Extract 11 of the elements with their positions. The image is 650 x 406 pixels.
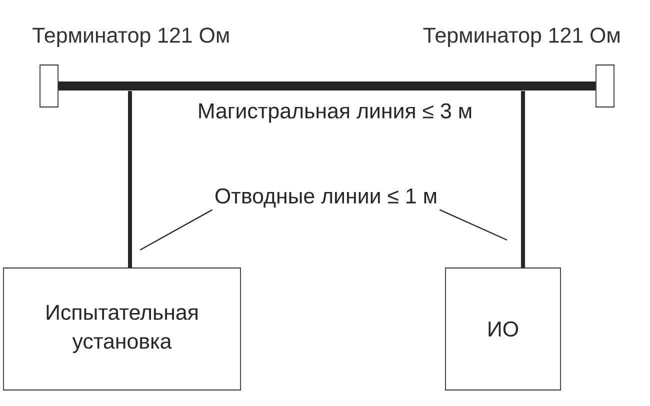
callout-text: Отводные линии ≤ 1 м [215,188,436,208]
drop-line [128,91,132,268]
edge-label: Магистральная линия ≤ 3 м [196,102,474,124]
node-label: Терминатор 121 Ом [423,28,620,48]
leader-line [440,209,508,241]
drop-line [521,91,525,268]
trunk-line [58,82,596,90]
node-label: Терминатор 121 Ом [32,28,229,48]
device-box: ИО [445,268,561,390]
device-box: Испытательная установка [3,268,241,390]
leader-line [140,209,213,251]
